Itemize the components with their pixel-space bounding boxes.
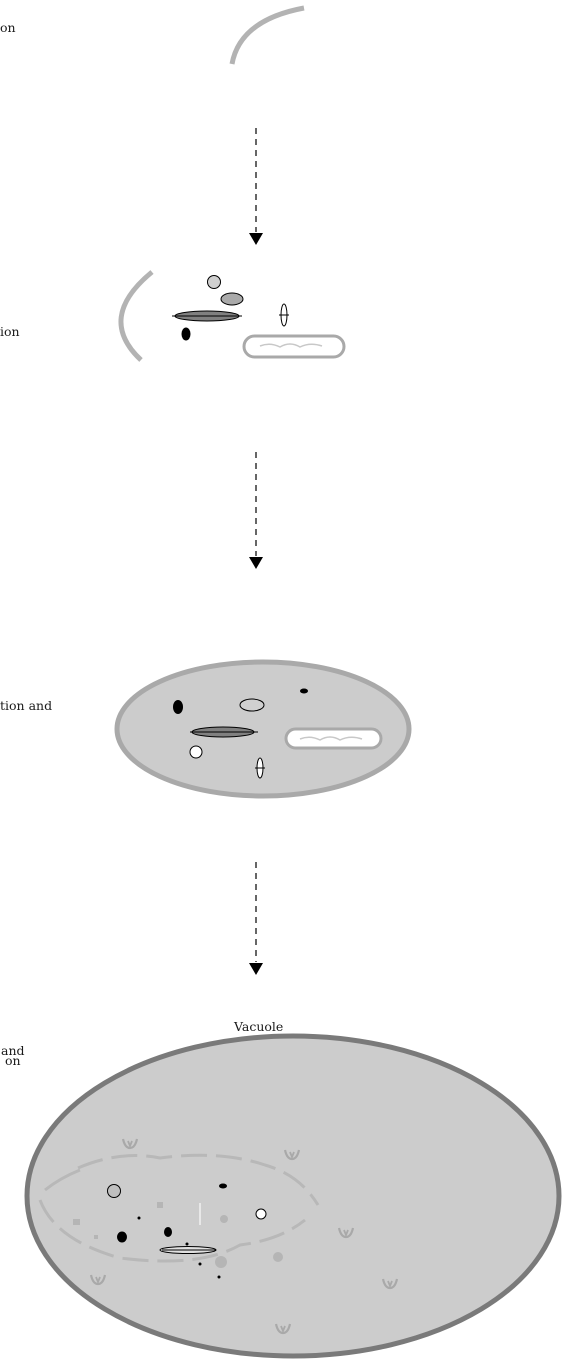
- stage-4-label-line-1: and: [1, 1043, 25, 1058]
- arrow-down-1-icon: [249, 128, 263, 245]
- stage-3-label: tion and: [0, 698, 53, 713]
- stage-1-label: on: [0, 20, 16, 35]
- stage-2-label: ion: [0, 324, 20, 339]
- stage-4-cell: [24, 1033, 562, 1359]
- stage-1-membrane: [229, 5, 305, 65]
- vacuole-label: Vacuole: [234, 1019, 284, 1034]
- arrow-down-2-icon: [249, 452, 263, 569]
- stage-4-label-line-2: on: [5, 1053, 21, 1068]
- stage-2-organelles: [118, 270, 346, 362]
- arrow-down-3-icon: [249, 862, 263, 975]
- stage-3-cell: [114, 659, 412, 799]
